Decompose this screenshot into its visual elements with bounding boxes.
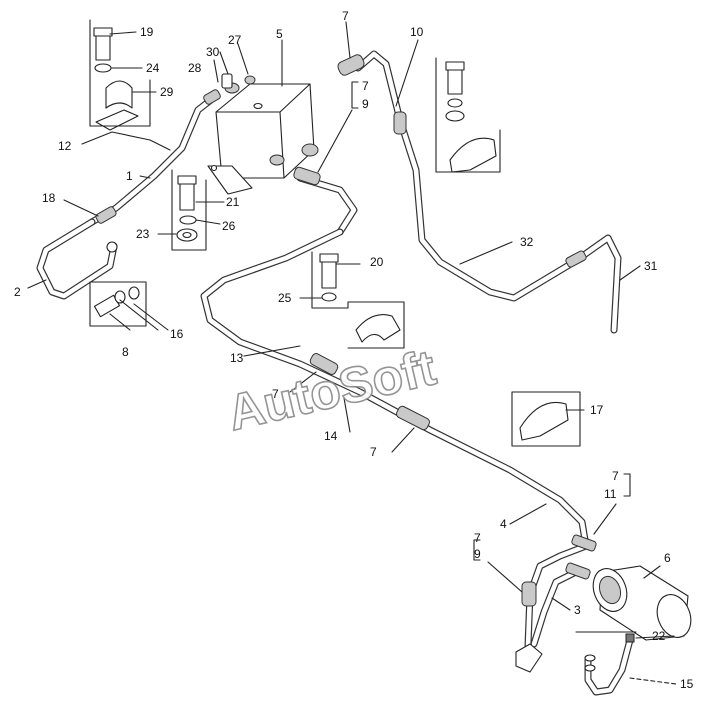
label-13: 13 <box>230 351 244 365</box>
hose-7-bottom <box>521 581 537 607</box>
label-4: 4 <box>500 517 507 531</box>
fitting-28 <box>203 89 221 105</box>
washer-26 <box>179 215 197 225</box>
hose-7-top <box>337 54 365 76</box>
label-28: 28 <box>188 61 202 75</box>
label-10: 10 <box>410 25 424 39</box>
label-30: 30 <box>206 45 220 59</box>
label-25: 25 <box>278 291 292 305</box>
part-labels: 19 24 29 12 1 18 2 8 16 21 26 23 28 30 2… <box>14 9 694 691</box>
label-23: 23 <box>136 227 150 241</box>
hose-7-lower <box>396 405 430 431</box>
label-9-bracket: 9 <box>362 97 369 111</box>
label-7-top: 7 <box>342 9 349 23</box>
fitting-30 <box>221 73 233 89</box>
nut-16b <box>128 286 140 300</box>
label-27: 27 <box>228 33 242 47</box>
label-26: 26 <box>222 219 236 233</box>
washer-23 <box>176 228 198 242</box>
fitting-22 <box>625 633 635 643</box>
label-29: 29 <box>160 85 174 99</box>
fasteners <box>93 27 635 672</box>
clamp-left <box>106 241 118 253</box>
hose-7-center <box>309 353 339 375</box>
fuel-filter <box>515 534 692 673</box>
label-24: 24 <box>146 61 160 75</box>
label-22: 22 <box>652 629 666 643</box>
label-17: 17 <box>590 403 604 417</box>
label-7-right-bracket: 7 <box>612 469 619 483</box>
washer-24 <box>94 63 112 73</box>
label-2: 2 <box>14 285 21 299</box>
washer-25 <box>321 292 337 302</box>
label-8: 8 <box>122 345 129 359</box>
fitting-18 <box>95 206 117 224</box>
leader-lines <box>27 21 677 685</box>
label-19: 19 <box>140 25 154 39</box>
label-7-bracket: 7 <box>362 79 369 93</box>
label-32: 32 <box>520 235 534 249</box>
label-7-center: 7 <box>272 387 279 401</box>
label-20: 20 <box>370 255 384 269</box>
label-18: 18 <box>42 191 56 205</box>
label-9-left-bracket: 9 <box>474 547 481 561</box>
label-21: 21 <box>226 195 240 209</box>
hose-7-mid <box>393 111 407 135</box>
assembly-frames <box>89 19 637 633</box>
label-12: 12 <box>58 139 72 153</box>
clamp-right <box>449 137 497 173</box>
label-11: 11 <box>604 487 617 501</box>
label-1: 1 <box>126 169 133 183</box>
label-5: 5 <box>276 27 283 41</box>
label-6: 6 <box>664 551 671 565</box>
label-7-left-bracket: 7 <box>474 531 481 545</box>
clamp-center <box>355 314 401 343</box>
label-16: 16 <box>170 327 184 341</box>
label-7-lower: 7 <box>370 445 377 459</box>
label-31: 31 <box>644 259 658 273</box>
clamp-17 <box>519 401 569 441</box>
hose-7-tank <box>293 166 321 186</box>
hose-sleeves <box>95 54 587 607</box>
clamp-29 <box>105 80 133 109</box>
pipes <box>36 50 634 696</box>
label-15: 15 <box>680 677 694 691</box>
hose-7-right <box>565 250 587 268</box>
label-14: 14 <box>324 429 338 443</box>
fuel-tank <box>207 75 319 195</box>
label-3: 3 <box>574 603 581 617</box>
nut-16a <box>114 290 126 304</box>
